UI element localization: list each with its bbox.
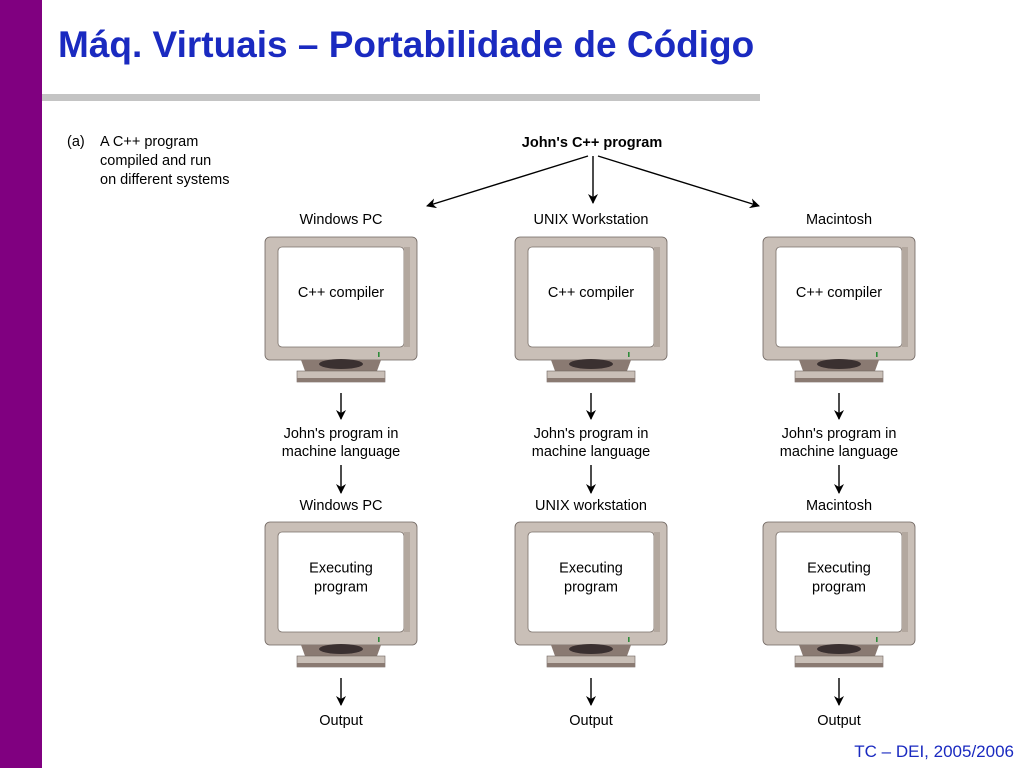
monitor-screen-text: C++ compiler [796,285,882,301]
machine-code-label: machine language [780,444,899,460]
system-label-bottom: Macintosh [806,498,872,514]
output-label: Output [569,713,613,729]
monitor-screen-text: Executing [807,561,871,577]
machine-code-label: John's program in [534,426,649,442]
machine-code-label: John's program in [284,426,399,442]
monitor-screen-text: C++ compiler [548,285,634,301]
output-label: Output [817,713,861,729]
source-program-label: John's C++ program [522,135,662,151]
slide-footer: TC – DEI, 2005/2006 [854,742,1014,761]
execute-monitor: Executing program [264,521,418,668]
compile-monitor: C++ compiler [514,236,668,383]
figure-caption-line: compiled and run [100,153,211,169]
slide-title: Máq. Virtuais – Portabilidade de Código [58,24,755,65]
slide-sidebar-bar [0,0,42,768]
machine-code-label: John's program in [782,426,897,442]
execute-monitor: Executing program [514,521,668,668]
output-label: Output [319,713,363,729]
monitor-screen-text: program [564,580,618,596]
figure-caption-line: A C++ program [100,134,198,150]
execute-monitor: Executing program [762,521,916,668]
monitor-screen-text: Executing [559,561,623,577]
figure-caption-line: on different systems [100,172,230,188]
title-divider [42,94,760,101]
arrow-to-windows [426,155,589,209]
monitor-screen-text: C++ compiler [298,285,384,301]
system-label-top: Macintosh [806,212,872,228]
system-label-bottom: Windows PC [300,498,383,514]
compile-monitor: C++ compiler [762,236,916,383]
system-label-top: Windows PC [300,212,383,228]
machine-code-label: machine language [532,444,651,460]
arrow-to-macintosh [597,155,760,209]
compile-monitor: C++ compiler [264,236,418,383]
monitor-screen-text: program [812,580,866,596]
monitor-screen-text: Executing [309,561,373,577]
system-label-top: UNIX Workstation [534,212,649,228]
machine-code-label: machine language [282,444,401,460]
system-label-bottom: UNIX workstation [535,498,647,514]
figure-part-label: (a) [67,134,85,150]
monitor-screen-text: program [314,580,368,596]
